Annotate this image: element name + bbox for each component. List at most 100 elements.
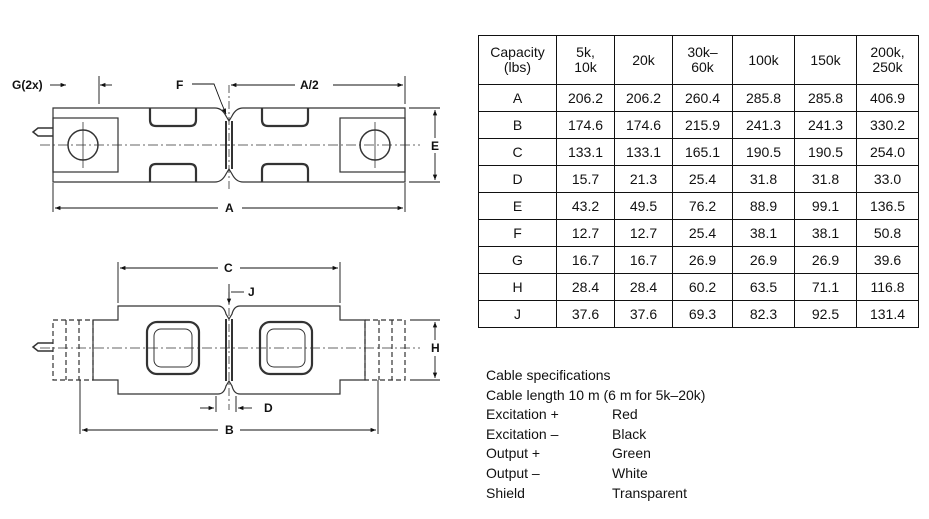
- dimension-value: 39.6: [856, 246, 919, 274]
- dimension-value: 25.4: [672, 219, 733, 247]
- dimension-value: 16.7: [614, 246, 673, 274]
- dimension-value: 215.9: [672, 111, 733, 139]
- dimension-value: 206.2: [556, 84, 615, 112]
- dimension-value: 174.6: [614, 111, 673, 139]
- dimension-value: 241.3: [732, 111, 795, 139]
- top-view-pocket: [260, 162, 310, 182]
- wire-color: Transparent: [612, 484, 687, 501]
- side-view-window: [258, 320, 314, 376]
- wire-color: Red: [612, 406, 638, 423]
- dimension-value: 12.7: [614, 219, 673, 247]
- dimension-value: 43.2: [556, 192, 615, 220]
- dimension-value: 133.1: [556, 138, 615, 166]
- wire-row: Output +Green: [486, 444, 705, 464]
- dimension-value: 92.5: [794, 300, 857, 328]
- wire-signal: Output –: [486, 464, 540, 481]
- dimension-value: 31.8: [732, 165, 795, 193]
- dim-label-j: J: [248, 285, 255, 299]
- dimension-value: 99.1: [794, 192, 857, 220]
- dimension-value: 26.9: [732, 246, 795, 274]
- side-view: [31, 292, 420, 410]
- top-view-pocket: [148, 108, 198, 128]
- dimension-value: 28.4: [614, 273, 673, 301]
- table-header-capacity-range: 20k: [614, 35, 673, 85]
- dimension-label: J: [478, 300, 557, 328]
- side-view-cable: [31, 342, 53, 352]
- dimension-value: 136.5: [856, 192, 919, 220]
- load-cell-drawing: G(2x) F A/2 E A: [12, 76, 440, 437]
- dim-label-e: E: [431, 139, 439, 153]
- wire-signal: Excitation –: [486, 425, 559, 442]
- dimension-value: 28.4: [556, 273, 615, 301]
- top-view: [31, 85, 420, 190]
- dimension-value: 60.2: [672, 273, 733, 301]
- table-header-capacity-range: 5k, 10k: [556, 35, 615, 85]
- dimension-value: 12.7: [556, 219, 615, 247]
- dimension-value: 38.1: [732, 219, 795, 247]
- dimension-value: 133.1: [614, 138, 673, 166]
- dimension-value: 254.0: [856, 138, 919, 166]
- dimension-value: 26.9: [794, 246, 857, 274]
- dimension-value: 406.9: [856, 84, 919, 112]
- cable-title: Cable specifications: [486, 367, 611, 383]
- table-header-capacity-range: 100k: [732, 35, 795, 85]
- dimension-value: 37.6: [614, 300, 673, 328]
- dimension-value: 131.4: [856, 300, 919, 328]
- wire-row: Excitation – Black: [486, 425, 705, 445]
- dimension-value: 241.3: [794, 111, 857, 139]
- dimension-value: 190.5: [732, 138, 795, 166]
- top-view-cable: [31, 127, 53, 137]
- dimension-value: 76.2: [672, 192, 733, 220]
- cable-specifications: Cable specifications Cable length 10 m (…: [486, 366, 705, 503]
- dimension-label: A: [478, 84, 557, 112]
- dimension-value: 69.3: [672, 300, 733, 328]
- dimension-label: E: [478, 192, 557, 220]
- table-header-capacity-range: 200k, 250k: [856, 35, 919, 85]
- wire-row: Output – White: [486, 464, 705, 484]
- top-view-pocket: [260, 108, 310, 128]
- dimension-value: 38.1: [794, 219, 857, 247]
- dimension-value: 25.4: [672, 165, 733, 193]
- side-view-right-flange: [364, 319, 406, 381]
- wire-color: Black: [612, 425, 647, 442]
- dimension-value: 50.8: [856, 219, 919, 247]
- dimension-value: 285.8: [794, 84, 857, 112]
- dimension-value: 165.1: [672, 138, 733, 166]
- dim-label-a-half: A/2: [300, 78, 319, 92]
- dim-label-g: G(2x): [12, 78, 43, 92]
- dimension-value: 26.9: [672, 246, 733, 274]
- table-header-capacity: Capacity (lbs): [478, 35, 557, 85]
- dim-label-c: C: [224, 261, 233, 275]
- dimension-label: C: [478, 138, 557, 166]
- top-view-dimensions: [50, 76, 440, 212]
- dimension-value: 31.8: [794, 165, 857, 193]
- wire-color: White: [612, 464, 648, 481]
- dimension-value: 49.5: [614, 192, 673, 220]
- dimension-value: 63.5: [732, 273, 795, 301]
- dimension-value: 285.8: [732, 84, 795, 112]
- dim-label-f: F: [176, 78, 183, 92]
- dimension-label: D: [478, 165, 557, 193]
- table-header-capacity-range: 150k: [794, 35, 857, 85]
- dimension-label: H: [478, 273, 557, 301]
- dim-label-b: B: [225, 423, 234, 437]
- side-view-body: [92, 305, 366, 395]
- side-view-dimensions: [79, 262, 440, 434]
- dimension-value: 37.6: [556, 300, 615, 328]
- cable-length: Cable length 10 m (6 m for 5k–20k): [486, 386, 706, 403]
- dimension-value: 16.7: [556, 246, 615, 274]
- dimension-label: F: [478, 219, 557, 247]
- dim-label-a: A: [225, 201, 234, 215]
- dimension-value: 330.2: [856, 111, 919, 139]
- table-header-capacity-range: 30k– 60k: [672, 35, 733, 85]
